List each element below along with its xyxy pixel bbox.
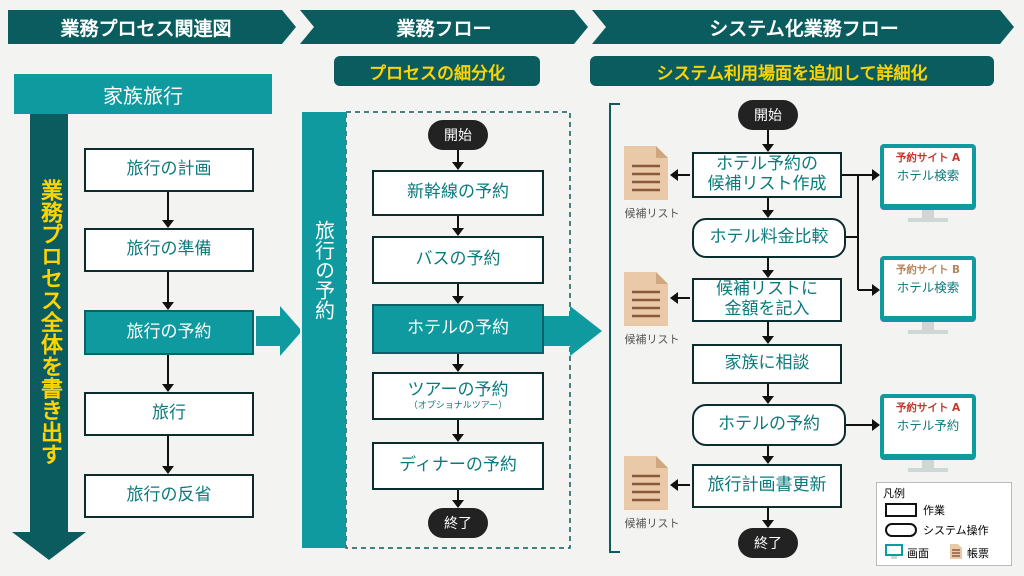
col1-step-3-label: 旅行の予約 xyxy=(126,321,212,342)
col3-screen-arrows xyxy=(842,169,880,431)
col3-screen-2: 予約サイト B ホテル検索 xyxy=(884,262,972,312)
col1-step-5: 旅行の反省 xyxy=(84,474,254,518)
col2-step-4-label: ツアーの予約 xyxy=(407,379,509,400)
col3-step-1-line2: 候補リスト作成 xyxy=(707,174,827,194)
col3-bracket xyxy=(609,103,620,553)
col2-side-label-text: 旅行の予約 xyxy=(311,220,336,320)
legend-task-label: 作業 xyxy=(923,504,945,517)
col1-big-arrow-head xyxy=(12,532,86,560)
col2-graphics xyxy=(345,111,602,549)
col3-screen-3-action: ホテル予約 xyxy=(896,418,960,433)
col3-screen-1-action: ホテル検索 xyxy=(896,168,960,183)
col3-screen-monitor-3 xyxy=(880,394,976,472)
col3-step-4-label: 家族に相談 xyxy=(724,353,810,374)
col1-step-4: 旅行 xyxy=(84,392,254,436)
col2-to-col3-arrow xyxy=(544,306,602,356)
col1-step-1: 旅行の計画 xyxy=(84,148,254,192)
col3-end: 終了 xyxy=(738,528,798,558)
header-col1: 業務プロセス関連図 xyxy=(60,17,232,40)
col2-step-3-label: ホテルの予約 xyxy=(407,318,509,339)
col3-screen-2-action: ホテル検索 xyxy=(896,280,960,295)
col1-step-1-label: 旅行の計画 xyxy=(126,159,212,180)
col3-step-2: ホテル料金比較 xyxy=(692,218,846,258)
legend-system-swatch xyxy=(885,523,917,537)
col3-graphics xyxy=(609,103,976,553)
col2-step-5: ディナーの予約 xyxy=(372,442,544,490)
col3-screen-3: 予約サイト A ホテル予約 xyxy=(884,400,972,450)
col3-doc-icon-2 xyxy=(624,272,668,326)
col3-step-4: 家族に相談 xyxy=(692,344,842,384)
col1-to-col2-arrow xyxy=(256,306,300,356)
col1-step-arrows xyxy=(162,192,174,474)
col1-step-3: 旅行の予約 xyxy=(84,310,254,355)
col3-step-arrows xyxy=(762,130,774,528)
col2-step-3: ホテルの予約 xyxy=(372,304,544,354)
legend-document-icon xyxy=(950,544,962,559)
subheader-col3: システム利用場面を追加して詳細化 xyxy=(590,56,994,86)
col3-step-6: 旅行計画書更新 xyxy=(692,464,842,508)
header-chevron-1 xyxy=(8,10,296,44)
col2-step-2-label: バスの予約 xyxy=(415,249,501,270)
col1-step-2: 旅行の準備 xyxy=(84,228,254,272)
col1-title: 家族旅行 xyxy=(14,74,272,114)
col2-step-4-sub: （オプショナルツアー） xyxy=(408,401,508,412)
col3-doc-icon-1 xyxy=(624,146,668,200)
col3-doc-label-3: 候補リスト xyxy=(624,517,680,530)
col2-step-1: 新幹線の予約 xyxy=(372,170,544,216)
col3-screen-1-site: 予約サイト A xyxy=(895,152,961,164)
legend-system-label: システム操作 xyxy=(923,524,989,537)
col3-step-3-line1: 候補リストに xyxy=(716,279,818,300)
col2-end: 終了 xyxy=(428,508,488,538)
col3-doc-icon-3 xyxy=(624,456,668,510)
col3-step-5: ホテルの予約 xyxy=(692,404,846,446)
col2-step-4: ツアーの予約 （オプショナルツアー） xyxy=(372,372,544,420)
col1-graphics xyxy=(12,112,300,560)
legend-title: 凡例 xyxy=(883,487,905,500)
header-col2: 業務フロー xyxy=(396,17,492,40)
col2-side-label: 旅行の予約 xyxy=(302,112,346,548)
col1-step-5-label: 旅行の反省 xyxy=(126,485,212,506)
col3-screen-monitor-2 xyxy=(880,256,976,334)
col3-screen-monitor-1 xyxy=(880,144,976,222)
header-chevron-2 xyxy=(300,10,588,44)
col3-doc-label-1: 候補リスト xyxy=(624,207,680,220)
col3-step-6-label: 旅行計画書更新 xyxy=(707,475,827,496)
col3-doc-label-2: 候補リスト xyxy=(624,333,680,346)
legend-screen-label: 画面 xyxy=(907,547,929,560)
subheader-col2: プロセスの細分化 xyxy=(334,56,540,86)
col2-step-arrows xyxy=(452,150,464,508)
legend: 凡例 作業 システム操作 画面 帳票 xyxy=(876,482,1012,566)
col2-step-1-label: 新幹線の予約 xyxy=(407,182,509,203)
col3-screen-3-site: 予約サイト A xyxy=(895,402,961,414)
header-chevrons xyxy=(8,10,1014,44)
legend-screen-icon xyxy=(885,544,903,559)
col2-step-5-label: ディナーの予約 xyxy=(399,455,517,476)
col1-side-label: 業務プロセス全体を書き出す xyxy=(37,179,62,465)
col3-step-1-line1: ホテル予約の xyxy=(716,154,818,175)
header-chevron-3 xyxy=(592,10,1014,44)
legend-document-label: 帳票 xyxy=(967,547,989,560)
header-col3: システム化業務フロー xyxy=(709,17,899,40)
col1-big-arrow-shaft xyxy=(30,112,68,542)
col1-step-4-label: 旅行 xyxy=(152,403,186,424)
col2-start: 開始 xyxy=(428,120,488,150)
col2-step-2: バスの予約 xyxy=(372,236,544,284)
col3-start: 開始 xyxy=(738,100,798,130)
legend-task-swatch xyxy=(885,503,917,517)
col3-screen-1: 予約サイト A ホテル検索 xyxy=(884,150,972,200)
col3-step-1: ホテル予約の 候補リスト作成 xyxy=(692,152,842,198)
col3-doc-arrows xyxy=(670,169,690,491)
col3-step-3: 候補リストに 金額を記入 xyxy=(692,278,842,322)
col3-step-5-label: ホテルの予約 xyxy=(718,414,820,435)
col3-step-3-line2: 金額を記入 xyxy=(724,299,810,319)
col3-step-2-label: ホテル料金比較 xyxy=(709,227,829,248)
col3-screen-2-site: 予約サイト B xyxy=(895,264,961,276)
col1-step-2-label: 旅行の準備 xyxy=(126,239,212,260)
